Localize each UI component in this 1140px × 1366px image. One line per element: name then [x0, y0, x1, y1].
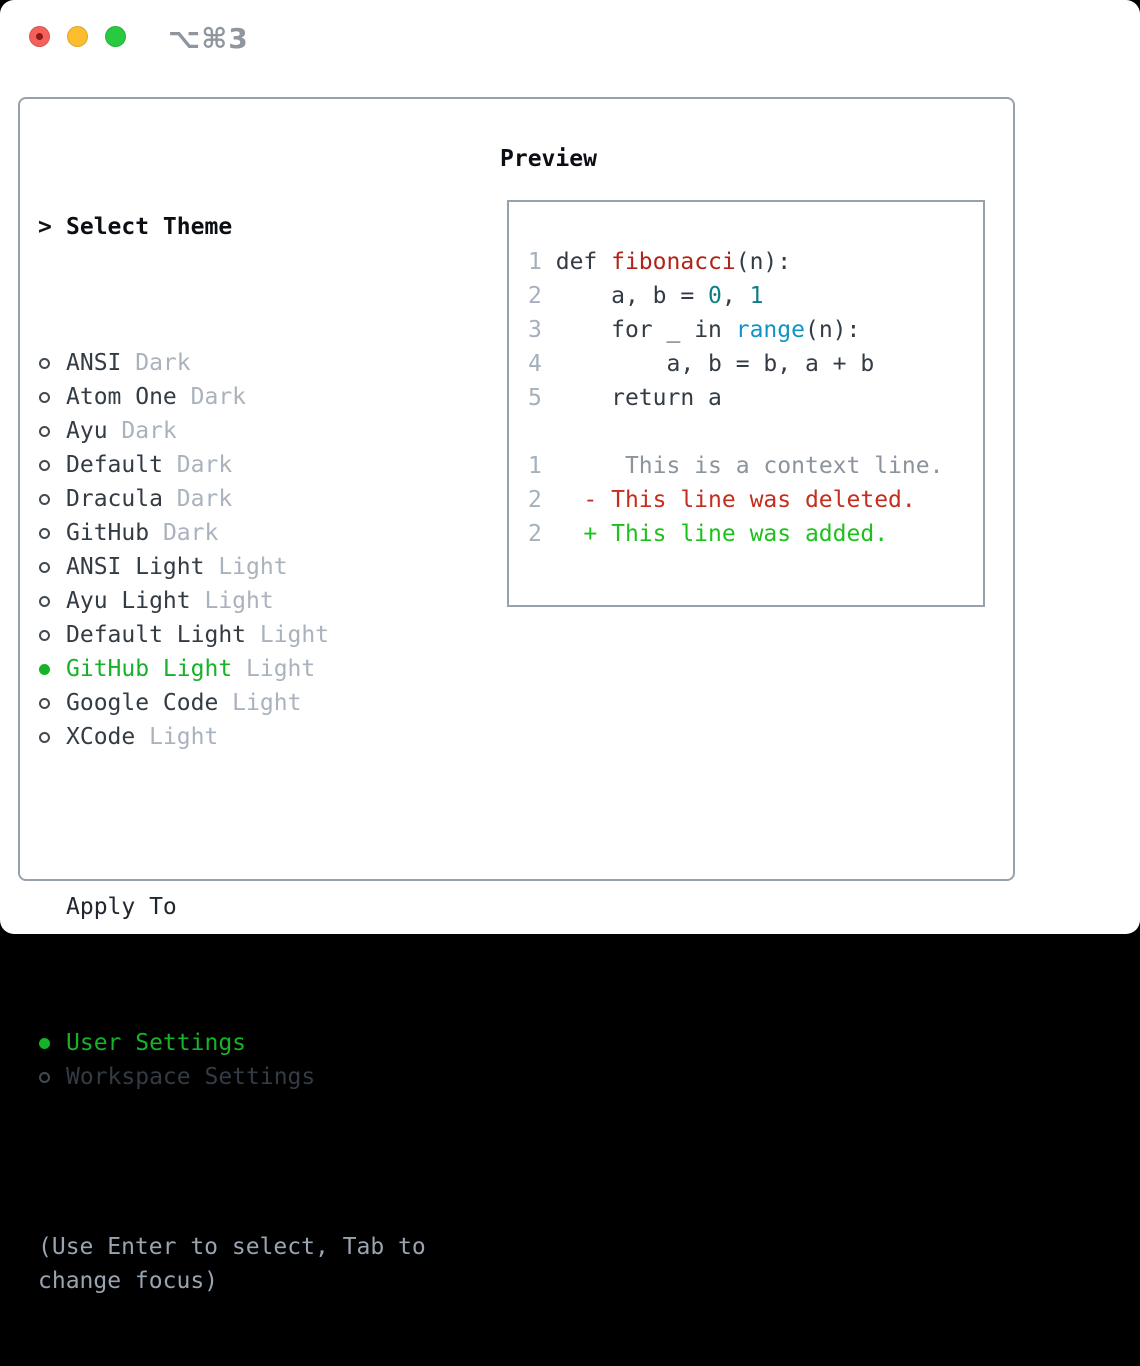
traffic-lights — [29, 26, 126, 47]
option-label: ANSI Light — [66, 550, 204, 584]
radio-selected-icon — [38, 664, 66, 675]
preview-code-line: 1 def fibonacci(n): — [528, 245, 983, 279]
select-theme-header: >Select Theme — [38, 210, 468, 244]
option-label: XCode — [66, 720, 135, 754]
radio-unselected-icon — [38, 562, 66, 573]
theme-option-ayu[interactable]: Ayu Dark — [38, 414, 468, 448]
theme-option-github[interactable]: GitHub Dark — [38, 516, 468, 550]
preview-code-line: 3 for _ in range(n): — [528, 313, 983, 347]
preview-blank-line — [528, 415, 983, 449]
radio-unselected-icon — [38, 630, 66, 641]
option-label: Default Light — [66, 618, 246, 652]
apply-option-user-settings[interactable]: User Settings — [38, 1026, 468, 1060]
theme-variant-tag: Dark — [121, 346, 190, 380]
theme-option-github-light[interactable]: GitHub Light Light — [38, 652, 468, 686]
focus-arrow-icon: > — [38, 210, 66, 244]
radio-unselected-icon — [38, 460, 66, 471]
option-label: Default — [66, 448, 163, 482]
theme-option-atom-one[interactable]: Atom One Dark — [38, 380, 468, 414]
theme-option-xcode[interactable]: XCode Light — [38, 720, 468, 754]
theme-variant-tag: Dark — [149, 516, 218, 550]
theme-option-ansi-light[interactable]: ANSI Light Light — [38, 550, 468, 584]
unsaved-dot-icon — [36, 33, 43, 40]
theme-variant-tag: Light — [191, 584, 274, 618]
theme-variant-tag: Dark — [163, 482, 232, 516]
preview-code-line: 4 a, b = b, a + b — [528, 347, 983, 381]
theme-variant-tag: Light — [135, 720, 218, 754]
option-label: Workspace Settings — [66, 1060, 315, 1094]
radio-unselected-icon — [38, 426, 66, 437]
option-label: ANSI — [66, 346, 121, 380]
theme-variant-tag: Light — [232, 652, 315, 686]
theme-option-default[interactable]: Default Dark — [38, 448, 468, 482]
window-shortcut-label: ⌥⌘3 — [168, 22, 249, 55]
close-button[interactable] — [29, 26, 50, 47]
theme-option-google-code[interactable]: Google Code Light — [38, 686, 468, 720]
option-label: Dracula — [66, 482, 163, 516]
theme-variant-tag: Dark — [177, 380, 246, 414]
radio-unselected-icon — [38, 732, 66, 743]
preview-code-line: 1 This is a context line. — [528, 449, 983, 483]
option-label: GitHub — [66, 516, 149, 550]
theme-option-ansi[interactable]: ANSI Dark — [38, 346, 468, 380]
hint-text: (Use Enter to select, Tab to change focu… — [38, 1230, 468, 1298]
theme-option-ayu-light[interactable]: Ayu Light Light — [38, 584, 468, 618]
theme-variant-tag: Dark — [163, 448, 232, 482]
apply-to-title: Apply To — [66, 890, 177, 924]
theme-variant-tag: Light — [204, 550, 287, 584]
option-label: GitHub Light — [66, 652, 232, 686]
theme-variant-tag: Light — [218, 686, 301, 720]
preview-code-line: 2 - This line was deleted. — [528, 483, 983, 517]
preview-title: Preview — [500, 142, 597, 176]
option-label: Google Code — [66, 686, 218, 720]
option-label: Ayu Light — [66, 584, 191, 618]
radio-unselected-icon — [38, 596, 66, 607]
radio-unselected-icon — [38, 392, 66, 403]
select-theme-title: Select Theme — [66, 210, 232, 244]
theme-variant-tag: Light — [246, 618, 329, 652]
radio-selected-icon — [38, 1038, 66, 1049]
radio-unselected-icon — [38, 358, 66, 369]
theme-option-dracula[interactable]: Dracula Dark — [38, 482, 468, 516]
option-label: Ayu — [66, 414, 108, 448]
maximize-button[interactable] — [105, 26, 126, 47]
minimize-button[interactable] — [67, 26, 88, 47]
preview-code-line: 2 + This line was added. — [528, 517, 983, 551]
apply-to-header: Apply To — [38, 890, 468, 924]
preview-code-line: 2 a, b = 0, 1 — [528, 279, 983, 313]
option-label: Atom One — [66, 380, 177, 414]
radio-unselected-icon — [38, 494, 66, 505]
theme-variant-tag: Dark — [108, 414, 177, 448]
radio-unselected-icon — [38, 528, 66, 539]
option-label: User Settings — [66, 1026, 246, 1060]
radio-unselected-icon — [38, 698, 66, 709]
apply-option-workspace-settings[interactable]: Workspace Settings — [38, 1060, 468, 1094]
radio-unselected-icon — [38, 1072, 66, 1083]
preview-code-line: 5 return a — [528, 381, 983, 415]
titlebar: ⌥⌘3 — [0, 0, 1140, 74]
theme-option-default-light[interactable]: Default Light Light — [38, 618, 468, 652]
